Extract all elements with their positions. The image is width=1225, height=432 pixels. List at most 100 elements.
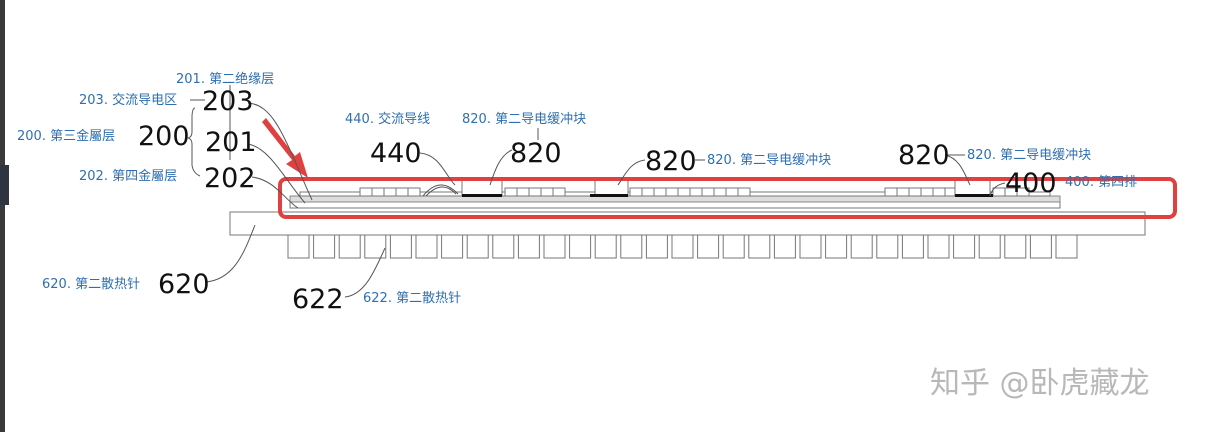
chip-cell bbox=[407, 187, 421, 197]
chip-cell bbox=[653, 187, 667, 197]
brace-200 bbox=[187, 107, 201, 177]
heat-pin bbox=[313, 234, 336, 259]
label-440: 440. 交流导线 bbox=[345, 111, 430, 127]
heat-pin bbox=[441, 234, 464, 259]
chip-cell bbox=[629, 187, 643, 197]
leader-820b bbox=[617, 159, 646, 186]
heat-pin bbox=[748, 234, 771, 259]
leader-201 bbox=[247, 143, 306, 204]
heat-pin bbox=[722, 234, 745, 259]
insulation-layer-201 bbox=[289, 195, 1061, 203]
label-201: 201. 第二绝缘层 bbox=[176, 71, 274, 87]
heat-pin bbox=[697, 234, 720, 259]
buffer-block-820 bbox=[954, 179, 991, 196]
window-edge bbox=[0, 0, 5, 432]
heat-pin bbox=[1055, 234, 1078, 259]
watermark: 知乎 @卧虎藏龙 bbox=[930, 366, 1150, 401]
heat-pin bbox=[825, 234, 848, 259]
heat-pin bbox=[953, 234, 976, 259]
chip-cell bbox=[689, 187, 703, 197]
leader-440 bbox=[419, 152, 456, 186]
chip-cell bbox=[677, 187, 691, 197]
heat-pin bbox=[364, 234, 387, 259]
leader-203 bbox=[247, 102, 313, 201]
heat-pin bbox=[466, 234, 489, 259]
chip-cell bbox=[884, 187, 898, 197]
heat-pin bbox=[492, 234, 515, 259]
heat-pin bbox=[645, 234, 668, 259]
chip-cell bbox=[896, 187, 910, 197]
leader-622 bbox=[344, 247, 386, 298]
window-edge-dark bbox=[0, 165, 9, 205]
heat-pin bbox=[594, 234, 617, 259]
heat-pin bbox=[287, 234, 310, 259]
leader-820a bbox=[489, 149, 513, 186]
label-820a: 820. 第二导电缓冲块 bbox=[462, 112, 586, 127]
heat-pin bbox=[338, 234, 361, 259]
heat-pin bbox=[1004, 234, 1027, 259]
leader-202 bbox=[251, 176, 299, 209]
heat-pin bbox=[850, 234, 873, 259]
chip-cell bbox=[908, 187, 922, 197]
heat-pins bbox=[287, 234, 1078, 259]
buffer-block-820 bbox=[461, 179, 503, 196]
number-820c: 820 bbox=[898, 140, 950, 171]
chip-cell bbox=[552, 187, 566, 197]
label-622: 622. 第二散热针 bbox=[363, 291, 461, 306]
heat-pin bbox=[1029, 234, 1052, 259]
number-620: 620 bbox=[158, 269, 210, 300]
heat-pin bbox=[901, 234, 924, 259]
chip-cell bbox=[504, 187, 518, 197]
number-200: 200 bbox=[138, 121, 190, 152]
chip-cell bbox=[665, 187, 679, 197]
chip-cell bbox=[395, 187, 409, 197]
buffer-block-base bbox=[955, 194, 993, 197]
chip-cell bbox=[920, 187, 934, 197]
leader-400 bbox=[989, 182, 1006, 197]
label-200: 200. 第三金屬层 bbox=[17, 128, 115, 144]
label-620: 620. 第二散热针 bbox=[42, 277, 140, 292]
label-202: 202. 第四金屬层 bbox=[79, 168, 177, 184]
ac-wire-440 bbox=[422, 184, 459, 197]
heat-pin bbox=[927, 234, 950, 259]
number-202: 202 bbox=[204, 163, 256, 194]
heat-pin bbox=[389, 234, 412, 259]
heat-pin bbox=[671, 234, 694, 259]
chip-cell bbox=[725, 187, 739, 197]
heat-pin bbox=[543, 234, 566, 259]
number-201: 201 bbox=[205, 127, 257, 158]
buffer-block-820 bbox=[594, 179, 629, 196]
metal-layer-202 bbox=[289, 201, 1061, 209]
number-440: 440 bbox=[370, 138, 422, 169]
chip-cell bbox=[528, 187, 542, 197]
chip-cell bbox=[992, 187, 1006, 197]
number-622: 622 bbox=[292, 284, 344, 315]
chip-cell bbox=[516, 187, 530, 197]
number-203: 203 bbox=[202, 86, 254, 117]
chip-cell bbox=[359, 187, 373, 197]
chip-cell bbox=[1016, 187, 1030, 197]
heat-pin bbox=[620, 234, 643, 259]
chip-cell bbox=[713, 187, 727, 197]
number-820a: 820 bbox=[510, 138, 562, 169]
heat-pin bbox=[569, 234, 592, 259]
heat-pin bbox=[876, 234, 899, 259]
chip-cell bbox=[932, 187, 946, 197]
chip-cell bbox=[383, 187, 397, 197]
label-203: 203. 交流导电区 bbox=[79, 92, 177, 108]
label-820c: 820. 第二导电缓冲块 bbox=[967, 148, 1091, 163]
chip-cell bbox=[540, 187, 554, 197]
label-820b: 820. 第二导电缓冲块 bbox=[707, 153, 831, 168]
ac-wire-440 bbox=[425, 186, 457, 197]
number-400: 400 bbox=[1005, 168, 1057, 199]
chip-cells bbox=[359, 187, 1030, 197]
arrow-icon bbox=[262, 118, 308, 178]
buffer-block-base bbox=[462, 194, 502, 197]
number-820b: 820 bbox=[645, 146, 697, 177]
label-400: 400. 第四排 bbox=[1065, 175, 1137, 190]
chip-cell bbox=[371, 187, 385, 197]
heat-pin bbox=[773, 234, 796, 259]
leader-820c bbox=[944, 154, 971, 186]
chip-cell bbox=[701, 187, 715, 197]
